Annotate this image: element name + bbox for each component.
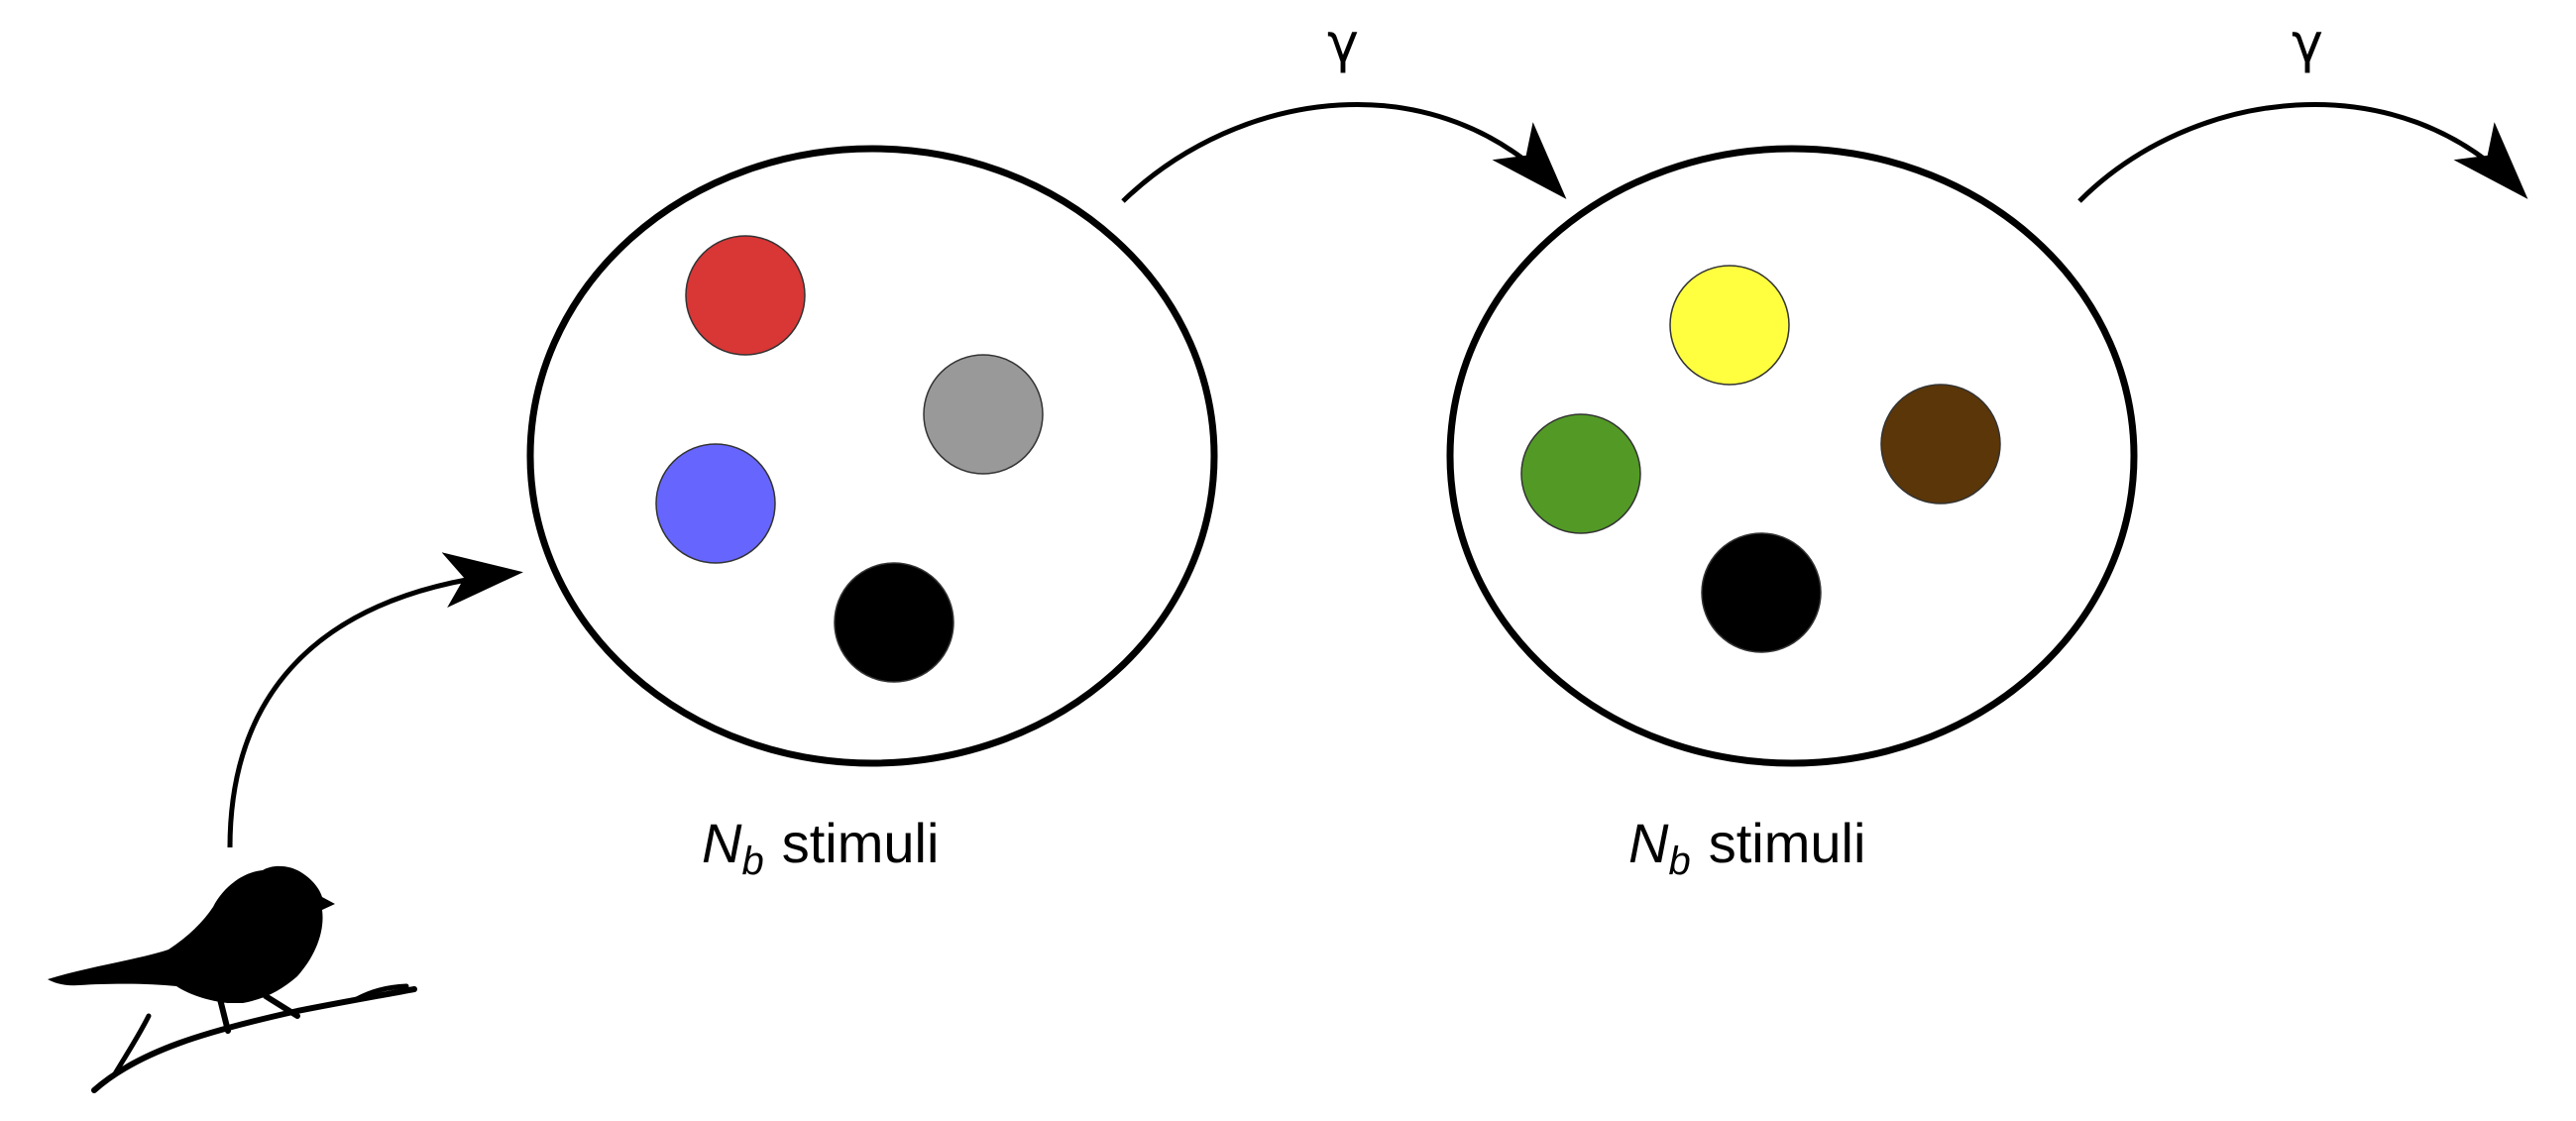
stimulus-black [834, 562, 954, 683]
stimulus-pool-1: Nb stimuli [526, 145, 1218, 883]
stimulus-red [685, 235, 806, 356]
entry-arrow [227, 552, 523, 848]
pool-label-word: stimuli [782, 812, 940, 874]
gamma-arrow-1 [1121, 101, 1567, 203]
stimulus-blue [655, 443, 776, 564]
gamma-arrow-2 [2077, 101, 2528, 203]
gamma-label-2: γ [2292, 12, 2323, 74]
stimulus-pool-2: Nb stimuli [1446, 145, 2138, 883]
pool-label: Nb stimuli [1628, 812, 1865, 883]
stimulus-brown [1880, 384, 2001, 504]
pool-label-symbol: N [702, 812, 742, 874]
pool-boundary [1446, 145, 2138, 767]
pool-label-word: stimuli [1709, 812, 1866, 874]
pool-label-subscript: b [741, 840, 763, 883]
stimulus-gray [923, 354, 1044, 475]
stimulus-black [1701, 532, 1822, 653]
pool-label: Nb stimuli [702, 812, 939, 883]
pool-label-symbol: N [1628, 812, 1669, 874]
branch-icon [91, 986, 417, 1093]
stimulus-yellow [1669, 265, 1790, 386]
stimulus-green [1520, 413, 1641, 534]
pool-boundary [526, 145, 1218, 767]
gamma-label-1: γ [1327, 12, 1359, 74]
pool-label-subscript: b [1668, 840, 1690, 883]
bird-icon [48, 865, 417, 1093]
